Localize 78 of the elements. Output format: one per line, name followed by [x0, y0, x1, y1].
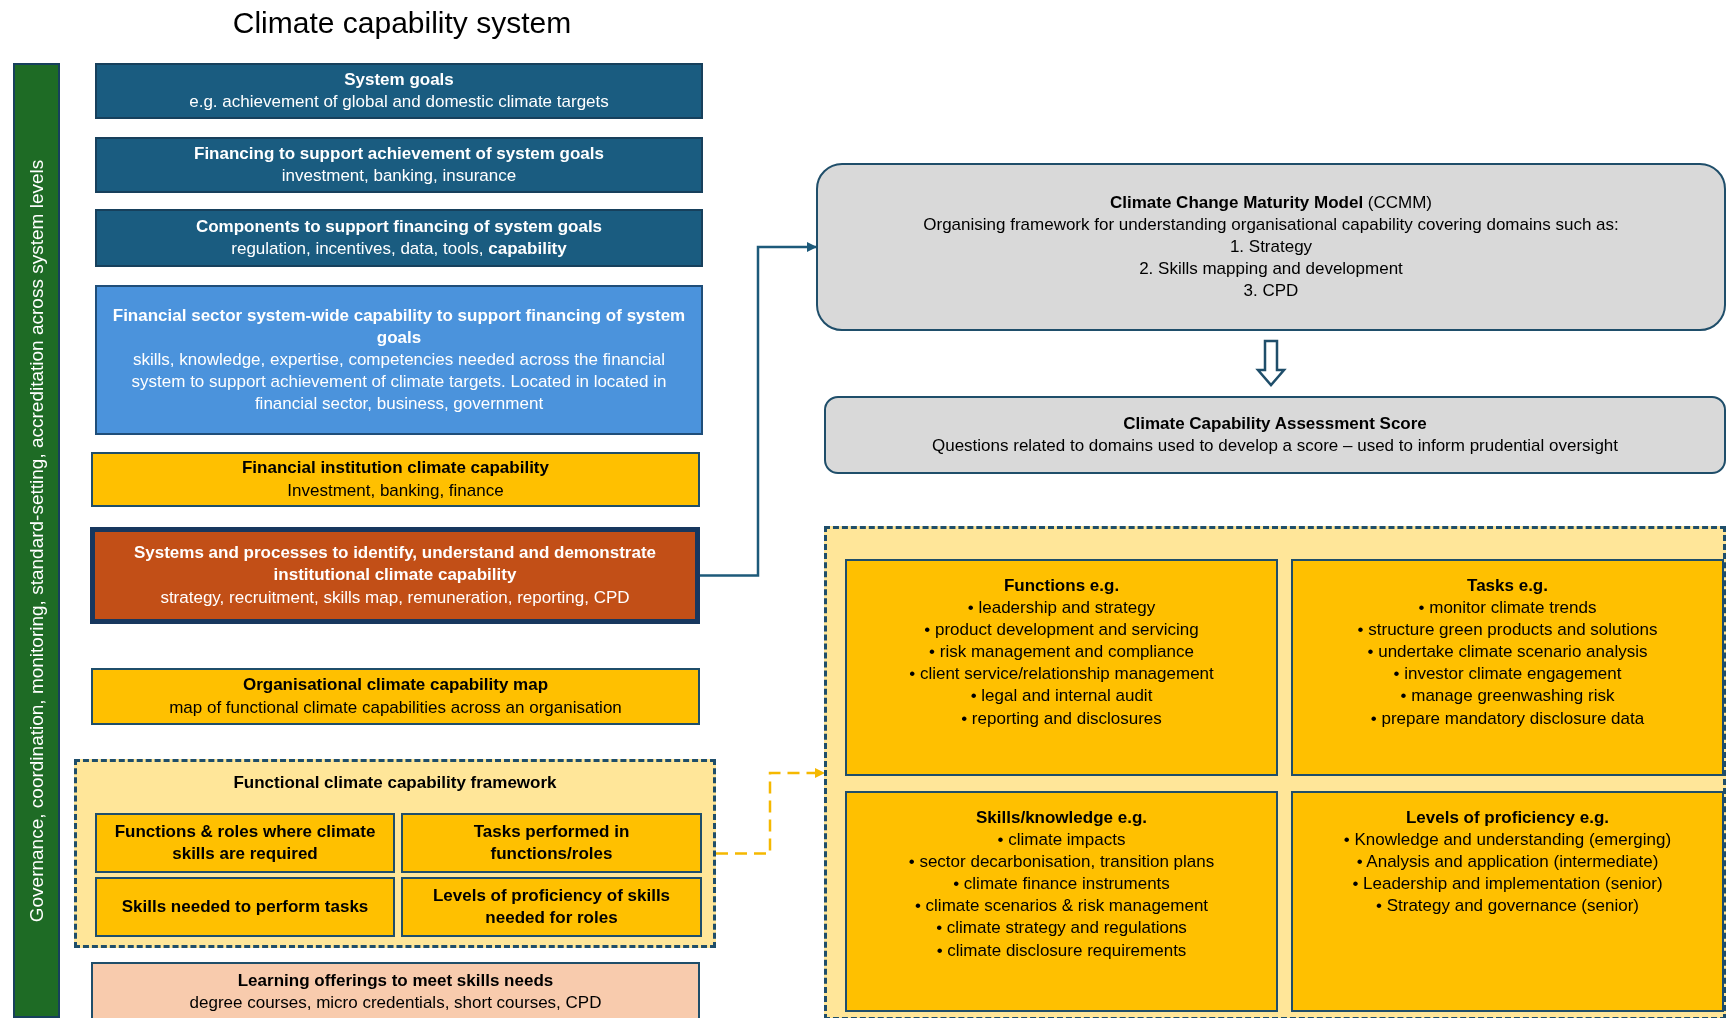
box-text: degree courses, micro credentials, short courses, CPD: [189, 992, 602, 1014]
example-box: [845, 791, 1278, 1012]
score-box: [824, 396, 1726, 474]
box-heading: Functions e.g.: [1003, 575, 1120, 597]
band-text: Governance, coordination, monitoring, standard-setting, accreditation across system levels: [24, 158, 48, 924]
list-item: • climate finance instruments: [953, 873, 1170, 896]
level-box: [91, 452, 700, 507]
box-text: investment, banking, insurance: [281, 165, 517, 187]
box-heading: Skills/knowledge e.g.: [976, 807, 1147, 829]
list-item: 3. CPD: [1243, 280, 1299, 303]
box-heading: Tasks e.g.: [1467, 575, 1548, 597]
list-item: • climate impacts: [997, 829, 1126, 852]
highlight-box: [90, 527, 700, 624]
level-box: [91, 668, 700, 725]
dashed-group-box: [824, 526, 1726, 1018]
box-heading: Tasks performed in functions/roles: [472, 820, 631, 865]
list-item: 1. Strategy: [1229, 235, 1313, 258]
list-item: • undertake climate scenario analysis: [1367, 641, 1648, 664]
list-item: • Knowledge and understanding (emerging): [1343, 829, 1672, 852]
list-item: • investor climate engagement: [1393, 663, 1622, 686]
box-heading: Skills needed to perform tasks: [121, 895, 369, 918]
box-heading: Organisational climate capability map: [242, 674, 549, 697]
vertical-band: [13, 63, 60, 1018]
list-item: • legal and internal audit: [970, 685, 1153, 708]
list-item: • product development and servicing: [924, 619, 1199, 642]
list-item: • climate strategy and regulations: [936, 917, 1187, 940]
box-heading: System goals: [344, 68, 454, 91]
example-box: [845, 559, 1278, 776]
level-box: [95, 63, 703, 119]
list-item: • climate scenarios & risk management: [914, 895, 1209, 918]
list-item: • Leadership and implementation (senior): [1352, 873, 1663, 896]
example-box: [1291, 791, 1724, 1012]
box-text: Investment, banking, finance: [287, 479, 504, 502]
list-item: • leadership and strategy: [967, 597, 1156, 620]
box-text: skills, knowledge, expertise, competencies needed across the financial system to support achievement of climate targets. Located in located in financial sector, business, government: [130, 348, 668, 416]
list-item: • Analysis and application (intermediate): [1356, 851, 1659, 874]
box-text: e.g. achievement of global and domestic climate targets: [189, 91, 609, 113]
box-text: map of functional climate capabilities across an organisation: [169, 696, 622, 719]
box-heading: Components to support financing of system goals: [195, 215, 603, 238]
list-item: • Strategy and governance (senior): [1376, 895, 1639, 918]
level-box: [95, 209, 703, 267]
list-item: • client service/relationship management: [909, 663, 1214, 686]
level-box: [95, 137, 703, 193]
framework-box: [95, 877, 395, 937]
box-heading: Climate Capability Assessment Score: [1123, 412, 1427, 435]
level-box: [91, 962, 700, 1018]
box-heading: Levels of proficiency of skills needed for roles: [431, 884, 672, 929]
box-text: Organising framework for understanding organisational capability covering domains such as:: [923, 213, 1619, 236]
box-heading: Financial institution climate capability: [242, 457, 549, 480]
box-heading: Functions & roles where climate skills are required: [113, 820, 377, 865]
example-box: [1291, 559, 1724, 776]
list-item: • structure green products and solutions: [1357, 619, 1658, 642]
box-heading: Financing to support achievement of system goals: [194, 142, 604, 165]
list-item: • manage greenwashing risk: [1400, 685, 1615, 708]
box-text: strategy, recruitment, skills map, remuneration, reporting, CPD: [160, 586, 630, 609]
framework-box: [95, 813, 395, 873]
list-item: • climate disclosure requirements: [936, 939, 1187, 962]
hollow-arrow: [1255, 339, 1287, 387]
list-item: • prepare mandatory disclosure data: [1370, 707, 1645, 730]
box-heading: Levels of proficiency e.g.: [1405, 807, 1610, 829]
framework-box: [401, 877, 702, 937]
level-box: [95, 285, 703, 435]
list-item: • sector decarbonisation, transition plans: [908, 851, 1215, 874]
list-item: • monitor climate trends: [1418, 597, 1597, 620]
box-text: Questions related to domains used to develop a score – used to inform prudential oversight: [931, 435, 1619, 457]
box-text: regulation, incentives, data, tools, capability: [231, 238, 567, 260]
framework-box: [401, 813, 702, 873]
box-heading: Learning offerings to meet skills needs: [237, 969, 554, 992]
box-heading: Climate Change Maturity Model (CCMM): [1109, 191, 1433, 214]
connector-arrow: [700, 242, 817, 577]
dashed-group-box: [74, 759, 716, 948]
list-item: • reporting and disclosures: [961, 707, 1162, 730]
connector-arrow: [716, 768, 825, 855]
box-heading: Functional climate capability framework: [233, 772, 557, 794]
model-box: [816, 163, 1726, 331]
list-item: 2. Skills mapping and development: [1139, 258, 1403, 281]
diagram-title: Climate capability system: [231, 6, 573, 40]
list-item: • risk management and compliance: [929, 641, 1194, 664]
